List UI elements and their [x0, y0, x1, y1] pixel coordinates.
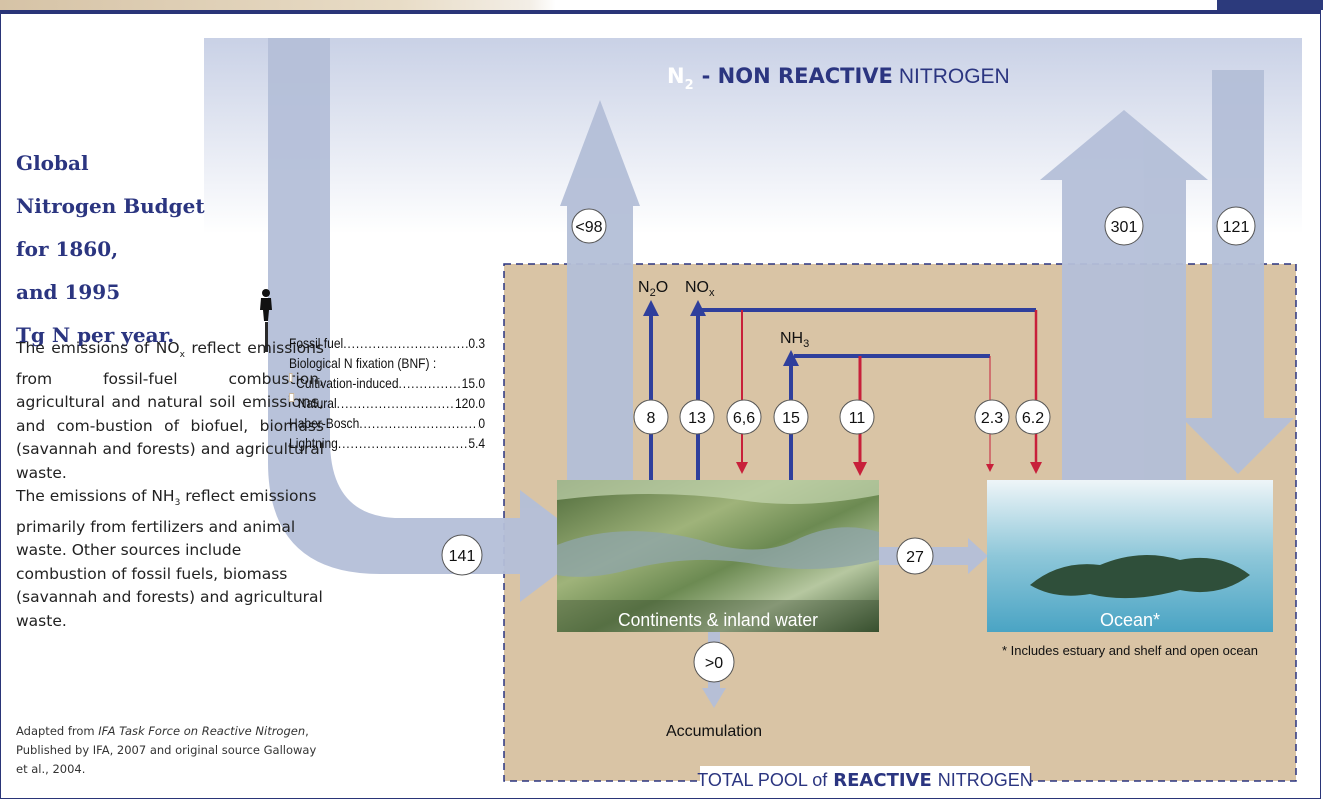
person-stem [265, 322, 268, 352]
nh3-land-arrowhead [853, 462, 867, 476]
svg-text:121: 121 [1223, 219, 1250, 236]
flow-label-2-3: 2.3 [974, 399, 1010, 435]
flow-label-6-6: 6,6 [726, 399, 762, 435]
ocean-image [987, 480, 1273, 632]
list-item: Natural ................................… [289, 393, 485, 413]
svg-text:2.3: 2.3 [981, 410, 1003, 427]
denitrification-up-arrow [560, 100, 640, 480]
ocean-caption: Ocean* [1100, 610, 1160, 630]
flow-label-13: 13 [679, 399, 715, 435]
title-line: for 1860, [16, 237, 119, 261]
list-item: Fossil fuel ............................… [289, 335, 486, 351]
flow-label-11: 11 [839, 399, 875, 435]
continents-caption: Continents & inland water [618, 610, 818, 630]
pool-label-bg [700, 766, 1030, 792]
list-item: Biological N fixation (BNF) : [289, 355, 437, 371]
description: The emissions of NOx reflect emissions f… [16, 337, 324, 633]
svg-text:301: 301 [1111, 219, 1138, 236]
nox-ocean-arrowhead [1030, 462, 1042, 474]
list-item: Lightning ..............................… [289, 435, 486, 451]
title-line: Tg N per year. [16, 323, 175, 347]
flow-label-141: 141 [441, 534, 483, 576]
flow-label-8: 8 [633, 399, 669, 435]
accumulation-label: Accumulation [666, 723, 762, 740]
ocean-note: * Includes estuary and shelf and open oc… [1002, 644, 1258, 658]
top-band [0, 0, 1323, 10]
flow-label-98: <98 [571, 208, 607, 244]
flow-label-accumulation: >0 [693, 641, 735, 683]
chart-title: Global Nitrogen Budget for 1860, and 199… [16, 142, 205, 357]
ocean-denitrification-arrow [1040, 110, 1208, 480]
svg-text:15: 15 [782, 410, 800, 427]
svg-text:<98: <98 [575, 219, 602, 236]
flow-label-27: 27 [896, 537, 934, 575]
nh3-ocean-arrowhead [986, 464, 994, 472]
list-item: Cultivation-induced ....................… [289, 373, 485, 393]
bullet-icon [289, 393, 295, 402]
svg-text:6,6: 6,6 [733, 410, 755, 427]
bullet-icon [289, 373, 293, 382]
description-nh3: The emissions of NH3 reflect emissions p… [16, 487, 323, 630]
frame [0, 10, 1321, 799]
flow-label-121: 121 [1216, 206, 1256, 246]
svg-text:141: 141 [449, 548, 476, 565]
flow-label-6-2: 6.2 [1015, 399, 1051, 435]
continents-image [557, 480, 879, 632]
n2o-label: N2O [638, 279, 668, 299]
svg-text:6.2: 6.2 [1022, 410, 1044, 427]
nox-label: NOx [685, 279, 715, 299]
svg-text:13: 13 [688, 410, 706, 427]
nox-land-arrowhead [736, 462, 748, 474]
ocean-fixation-arrow [1182, 70, 1294, 474]
list-item: Haber-Bosch ............................… [289, 415, 486, 431]
svg-text:27: 27 [906, 549, 924, 566]
description-nox: The emissions of NOx reflect emissions f… [16, 339, 324, 482]
title-line: Nitrogen Budget [16, 194, 205, 218]
flow-label-15: 15 [773, 399, 809, 435]
svg-text:11: 11 [849, 410, 866, 427]
svg-text:>0: >0 [705, 655, 723, 672]
source-note: Adapted from IFA Task Force on Reactive … [16, 724, 317, 776]
nh3-label: NH3 [780, 330, 809, 350]
person-icon [260, 289, 272, 321]
svg-text:8: 8 [647, 410, 656, 427]
fixation-sources-list: Fossil fuel ............................… [289, 333, 485, 453]
flow-label-301: 301 [1104, 206, 1144, 246]
title-line: Global [16, 151, 89, 175]
title-line: and 1995 [16, 280, 121, 304]
